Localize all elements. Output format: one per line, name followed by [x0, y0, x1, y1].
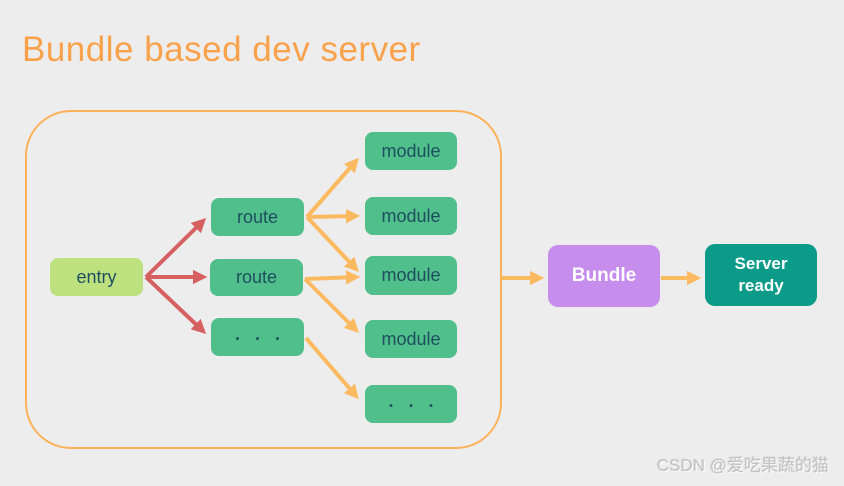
- module-node-2: module: [365, 197, 457, 235]
- route-node-2: route: [210, 259, 303, 296]
- module-node-3: module: [365, 256, 457, 295]
- route-node-2-label: route: [235, 267, 278, 287]
- route-node-ellipsis-label: . . .: [234, 323, 285, 344]
- server-ready-node: Server ready: [705, 244, 817, 306]
- route-node-1-label: route: [236, 206, 279, 227]
- bundle-node-label: Bundle: [571, 265, 637, 286]
- server-ready-node-label: Server ready: [734, 253, 788, 295]
- csdn-watermark: CSDN @爱吃果蔬的猫: [656, 456, 829, 475]
- module-node-1: module: [365, 132, 457, 170]
- entry-node-label: entry: [76, 266, 117, 287]
- page-title: Bundle based dev server: [22, 30, 421, 69]
- module-node-ellipsis: . . .: [365, 385, 457, 423]
- module-node-4-label: module: [381, 328, 441, 349]
- module-node-4: module: [365, 320, 457, 358]
- module-node-2-label: module: [381, 205, 441, 226]
- module-node-3-label: module: [381, 265, 441, 285]
- route-node-ellipsis: . . .: [211, 318, 304, 356]
- route-node-1: route: [211, 198, 304, 236]
- entry-node: entry: [50, 258, 143, 296]
- module-node-1-label: module: [381, 140, 441, 161]
- module-node-ellipsis-label: . . .: [388, 390, 439, 411]
- bundle-node: Bundle: [548, 245, 660, 307]
